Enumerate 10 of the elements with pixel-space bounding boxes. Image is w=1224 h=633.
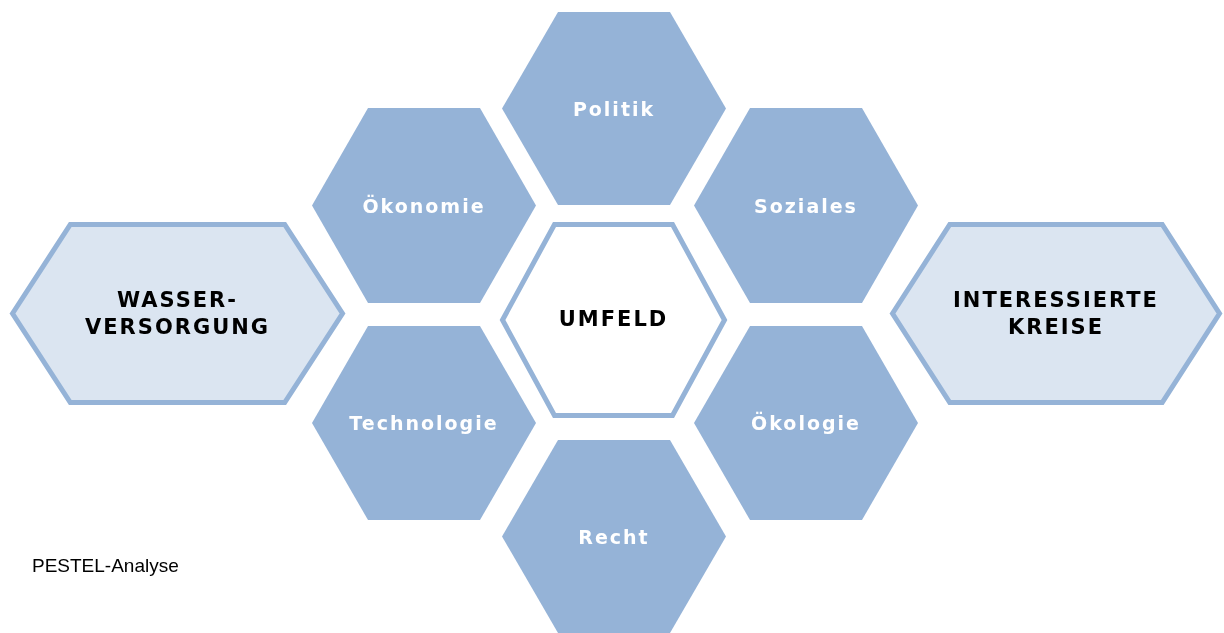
caption-text: PESTEL-Analyse [32, 555, 179, 577]
hexagon-label: Technologie [348, 410, 500, 436]
hexagon-label: INTERESSIERTE KREISE [952, 286, 1160, 341]
hexagon-label: Ökonomie [361, 193, 487, 218]
hexagon-label: WASSER- VERSORGUNG [84, 286, 271, 341]
hexagon-label: UMFELD [557, 306, 670, 334]
hexagon-label: Recht [577, 524, 651, 549]
hexagon-label: Ökologie [750, 410, 862, 436]
hexagon-label: Soziales [753, 193, 859, 218]
hexagon-label: Politik [571, 96, 657, 121]
